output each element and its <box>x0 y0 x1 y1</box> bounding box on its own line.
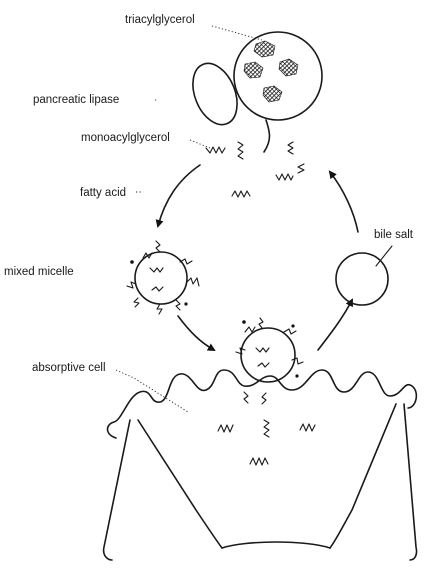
micelle-lipid <box>236 348 245 354</box>
pancreatic-lipase-label: pancreatic lipase <box>33 94 119 106</box>
fatty-acid-molecule <box>276 174 293 180</box>
micelle-lipid <box>176 300 180 310</box>
micelle-lipid <box>187 278 199 286</box>
triacylglycerol-granule <box>263 86 282 102</box>
fatty-acid-molecule <box>218 425 233 432</box>
pancreatic-lipase-enzyme <box>184 57 245 131</box>
arrow-cell-to-bile-salt <box>318 300 352 350</box>
micelle-lipid <box>256 348 269 352</box>
micelle-head <box>295 374 298 377</box>
arrow-bile-salt-to-droplet <box>330 172 358 232</box>
fatty-acid-molecule <box>300 424 315 431</box>
cell-base <box>222 542 330 548</box>
fatty-acid-molecules-top <box>206 142 304 197</box>
micelle-lipid <box>150 268 163 272</box>
cell-left-wall-inner <box>138 420 222 548</box>
arrow-micelle-to-cell <box>178 316 214 350</box>
mixed-micelle-left <box>127 241 199 314</box>
fatty-acid-molecule <box>264 420 269 437</box>
micelle-lipid <box>258 363 269 367</box>
absorptive-cell <box>104 370 417 560</box>
fatty-acid-molecule <box>250 458 268 465</box>
bile-salt-leader <box>376 246 392 266</box>
cell-left-wall-outer <box>104 420 130 560</box>
micelle-lipid <box>156 241 160 252</box>
triacylglycerol-label: triacylglycerol <box>125 14 195 26</box>
absorptive-cell-label: absorptive cell <box>32 362 106 374</box>
triacylglycerol-granule <box>254 41 275 57</box>
fatty-acid-entering <box>244 392 248 403</box>
micelle-lipid <box>152 287 163 291</box>
mixed-micelle-label: mixed micelle <box>4 266 74 278</box>
micelle-lipid <box>134 298 139 307</box>
micelle-head <box>130 260 134 264</box>
cell-right-wall-outer <box>404 404 417 560</box>
micelle-lipid <box>157 304 162 314</box>
triacylglycerol-droplet <box>234 32 322 152</box>
fatty-acid-label: fatty acid <box>80 187 126 199</box>
micelle-head <box>291 324 294 327</box>
monoacylglycerol-label: monoacylglycerol <box>81 132 170 144</box>
fatty-acid-molecule <box>288 142 293 154</box>
micelle-head <box>242 320 246 324</box>
cycle-arrows <box>158 165 358 350</box>
fatty-acid-entering <box>262 393 266 404</box>
micelle-lipid <box>259 318 263 328</box>
triacylglycerol-granule <box>244 62 263 78</box>
micelle-head <box>184 302 187 305</box>
arrow-to-micelle <box>158 165 200 226</box>
triacylglycerol-granule <box>279 59 298 76</box>
micelle-lipid <box>284 329 296 334</box>
fatty-acid-molecule <box>298 164 304 173</box>
bile-salt-label: bile salt <box>374 229 414 241</box>
bile-salt-particle <box>336 253 388 305</box>
micelle-lipid <box>127 282 136 288</box>
mixed-micelle-at-cell <box>236 318 303 382</box>
fatty-acid-molecule <box>232 191 250 197</box>
micelle-lipid <box>245 327 255 332</box>
fatty-acids-inside-cell <box>218 420 315 465</box>
monoacylglycerol-leader <box>190 140 210 148</box>
fatty-acid-molecule <box>238 142 243 159</box>
cell-right-wall-inner <box>330 404 396 548</box>
